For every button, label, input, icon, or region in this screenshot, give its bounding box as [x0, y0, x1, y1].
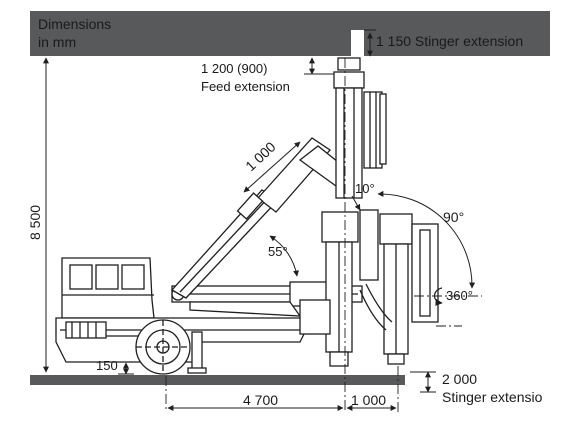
cabin-window-3: [121, 264, 145, 290]
angle-55-arc: [269, 235, 299, 277]
cabin-window-2: [95, 264, 119, 290]
centre-lines: [165, 58, 482, 412]
angle-90-label: 90°: [443, 209, 464, 225]
rear-jack: [191, 331, 203, 371]
dimensions-label-line1: Dimensions: [38, 16, 111, 32]
ceiling-slab: [30, 11, 550, 56]
stinger-extension-top-label: 1 150 Stinger extension: [376, 33, 523, 49]
height-value: 8 500: [27, 205, 43, 240]
feed-mast-upper: [333, 57, 387, 199]
angle-90-arc: [377, 190, 476, 289]
ground-clearance-dimension: [118, 362, 134, 375]
angle-55-label: 55°: [268, 244, 288, 259]
angle-10-arc: [351, 195, 361, 211]
feed-extension-value: 1 200 (900): [201, 61, 268, 76]
feed-extension-label: Feed extension: [201, 79, 290, 94]
floor-slab: [30, 375, 405, 385]
boom-length-value: 1 000: [242, 138, 279, 174]
top-stinger-dimension: [364, 29, 376, 57]
stinger-extension-bottom-value: 2 000: [442, 371, 477, 387]
length-main-value: 4 700: [243, 392, 278, 408]
stinger-extension-bottom-label: Stinger extensio: [442, 389, 543, 405]
boom-length-dimension: [243, 141, 301, 193]
bottom-stinger-dimension: [410, 371, 436, 393]
rotation-360-label: 360°: [446, 288, 473, 303]
cabin-window-1: [69, 264, 93, 290]
length-tail-value: 1 000: [351, 392, 386, 408]
angle-10-label: 10°: [355, 181, 375, 196]
stinger-recess: [351, 30, 364, 57]
carrier-vehicle: [55, 257, 307, 375]
dimensions-label-line2: in mm: [38, 34, 76, 50]
ground-clearance-value: 150: [96, 358, 118, 373]
